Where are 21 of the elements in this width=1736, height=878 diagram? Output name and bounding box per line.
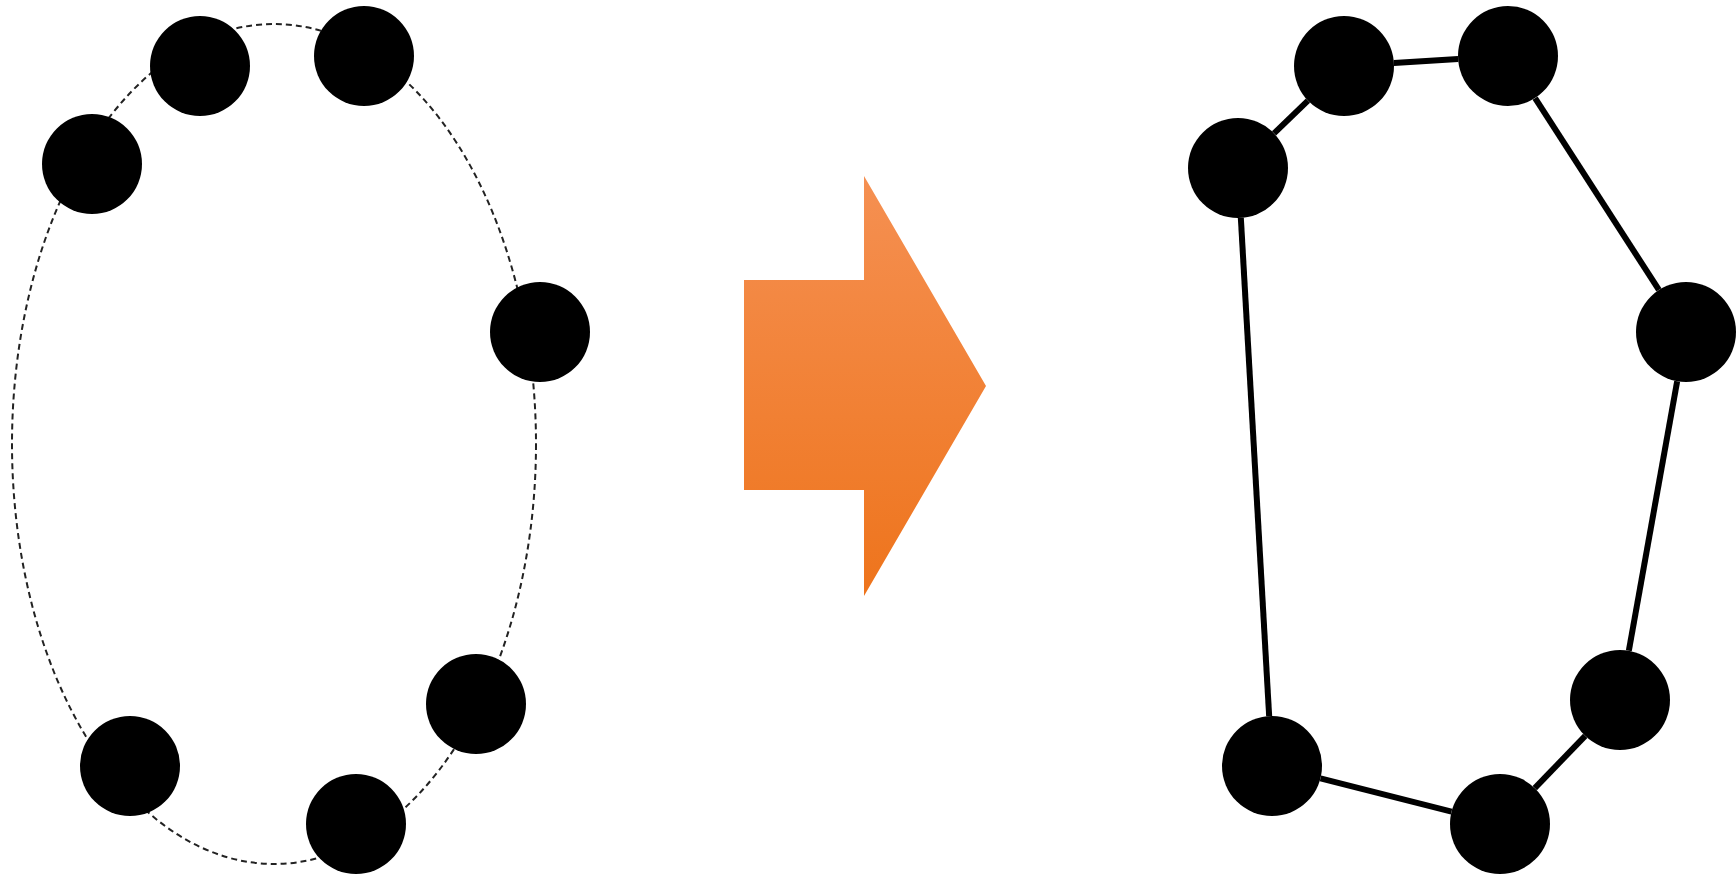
dot — [1450, 774, 1550, 874]
dot — [1188, 118, 1288, 218]
dot — [306, 774, 406, 874]
connector-line — [1532, 733, 1588, 791]
dot — [490, 282, 590, 382]
dot — [150, 16, 250, 116]
connector-line — [1319, 775, 1453, 815]
dot — [426, 654, 526, 754]
dot — [1570, 650, 1670, 750]
dot — [1458, 6, 1558, 106]
connector-line — [1393, 56, 1459, 66]
dot — [1636, 282, 1736, 382]
dot — [1294, 16, 1394, 116]
dot — [42, 114, 142, 214]
dot — [314, 6, 414, 106]
connector-line — [1237, 217, 1273, 717]
dot — [80, 716, 180, 816]
connector-line — [1532, 96, 1662, 292]
connector-line — [1271, 98, 1311, 136]
connector-line — [1625, 380, 1681, 652]
dot — [1222, 716, 1322, 816]
